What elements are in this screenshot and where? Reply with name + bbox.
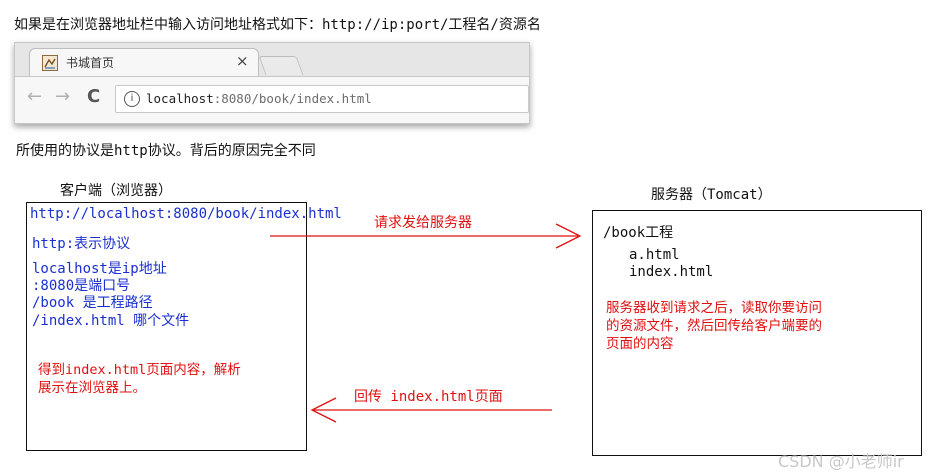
close-icon[interactable]: × [236,52,249,70]
info-icon[interactable]: i [124,91,140,107]
client-result-line-2: 展示在浏览器上。 [38,380,146,396]
url-host: localhost [146,91,214,106]
server-note-line-1: 服务器收到请求之后，读取你要访问 [606,300,822,316]
back-arrow-icon[interactable]: ← [27,86,43,107]
client-result-line-1: 得到index.html页面内容，解析 [38,362,241,378]
address-bar[interactable]: i localhost:8080/book/index.html [115,85,529,113]
intro-text: 如果是在浏览器地址栏中输入访问地址格式如下：http://ip:port/工程名… [14,17,541,33]
server-label: 服务器（Tomcat） [651,187,772,203]
tab-bookstore-home[interactable]: 书城首页 × [29,48,259,77]
client-line-project: /book 是工程路径 [32,295,153,311]
request-arrow-label: 请求发给服务器 [374,215,472,231]
browser-toolbar: ← → C i localhost:8080/book/index.html [15,76,529,123]
client-label: 客户端（浏览器） [60,183,172,199]
favicon-icon [42,55,58,71]
address-bar-url: localhost:8080/book/index.html [146,91,372,106]
client-line-host: localhost是ip地址 [32,261,167,277]
response-arrow [310,397,552,423]
server-box [592,210,922,456]
browser-window: 书城首页 × ← → C i localhost:8080/book/index… [14,42,530,124]
server-note-line-2: 的资源文件，然后回传给客户端要的 [606,318,822,334]
client-line-protocol: http:表示协议 [32,236,131,252]
server-note-line-3: 页面的内容 [606,336,674,352]
server-file-a: a.html [629,247,680,263]
tab-title: 书城首页 [66,56,115,70]
tab-bar: 书城首页 × [15,43,529,77]
reload-icon[interactable]: C [87,86,101,107]
client-line-port: :8080是端口号 [32,278,131,294]
request-arrow [270,223,582,249]
forward-arrow-icon[interactable]: → [55,86,71,107]
client-box [26,202,307,451]
watermark: CSDN @小老师ir [778,452,904,471]
url-path: :8080/book/index.html [213,91,372,106]
response-arrow-label: 回传 index.html页面 [354,389,503,405]
server-project: /book工程 [603,225,674,241]
protocol-note: 所使用的协议是http协议。背后的原因完全不同 [16,143,316,159]
client-url: http://localhost:8080/book/index.html [30,206,342,222]
client-line-file: /index.html 哪个文件 [32,313,190,329]
server-file-index: index.html [629,264,714,280]
